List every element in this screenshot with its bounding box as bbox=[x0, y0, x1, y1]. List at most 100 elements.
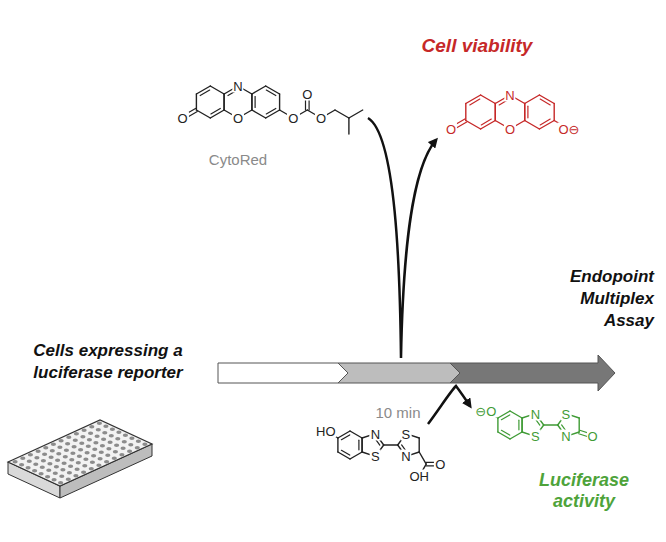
well bbox=[97, 422, 102, 425]
well bbox=[56, 452, 61, 455]
well bbox=[104, 460, 109, 463]
well bbox=[83, 458, 88, 461]
atom-label: N bbox=[530, 407, 541, 420]
bond bbox=[252, 110, 266, 118]
bond bbox=[510, 411, 522, 418]
bond bbox=[361, 438, 362, 452]
well bbox=[87, 438, 92, 441]
well bbox=[68, 465, 73, 468]
result-label: Cell viability bbox=[422, 35, 533, 57]
well bbox=[142, 443, 147, 446]
bond bbox=[524, 104, 525, 121]
well bbox=[53, 472, 58, 475]
well bbox=[36, 450, 41, 453]
well bbox=[93, 441, 98, 444]
atom-label: N bbox=[504, 89, 515, 102]
bond bbox=[495, 104, 496, 121]
bond bbox=[251, 94, 252, 110]
well bbox=[78, 448, 83, 451]
well bbox=[57, 446, 62, 449]
timeline-arrow bbox=[218, 355, 615, 391]
well bbox=[65, 442, 70, 445]
atom-label: N bbox=[400, 450, 411, 463]
well bbox=[79, 442, 84, 445]
bond bbox=[501, 430, 509, 435]
well-plate bbox=[8, 420, 152, 498]
well bbox=[96, 464, 101, 467]
well bbox=[39, 472, 44, 475]
bond bbox=[210, 86, 224, 94]
well bbox=[88, 432, 93, 435]
well bbox=[42, 453, 47, 456]
bond bbox=[255, 97, 256, 108]
atom-label: O bbox=[232, 112, 244, 125]
well bbox=[96, 428, 101, 431]
well bbox=[128, 443, 133, 446]
well bbox=[81, 471, 86, 474]
well bbox=[116, 431, 121, 434]
well bbox=[75, 468, 80, 471]
well bbox=[119, 453, 124, 456]
result-label: Luciferase activity bbox=[528, 470, 640, 512]
bond bbox=[211, 109, 220, 114]
bond bbox=[210, 110, 224, 118]
bond bbox=[497, 418, 498, 432]
well bbox=[100, 444, 105, 447]
well bbox=[102, 431, 107, 434]
bond bbox=[358, 440, 359, 450]
atom-label: O bbox=[177, 112, 189, 125]
atom-label: S bbox=[401, 427, 412, 440]
well bbox=[103, 425, 108, 428]
bond bbox=[524, 104, 525, 121]
bond bbox=[349, 110, 363, 118]
bond bbox=[527, 106, 528, 118]
well bbox=[110, 428, 115, 431]
well bbox=[74, 432, 79, 435]
time-label: 10 min bbox=[375, 404, 420, 421]
well bbox=[67, 471, 72, 474]
atom-label: N bbox=[560, 430, 571, 443]
well bbox=[69, 458, 74, 461]
bond bbox=[510, 432, 522, 439]
well bbox=[82, 464, 87, 467]
bond bbox=[481, 121, 496, 130]
well bbox=[20, 457, 25, 460]
well bbox=[72, 445, 77, 448]
bond bbox=[338, 452, 350, 459]
bond bbox=[481, 119, 491, 125]
well bbox=[54, 465, 59, 468]
well bbox=[52, 478, 57, 481]
well bbox=[80, 435, 85, 438]
atom-label: O bbox=[287, 112, 299, 125]
well bbox=[76, 461, 81, 464]
bond bbox=[384, 444, 398, 445]
well bbox=[86, 445, 91, 448]
bond bbox=[419, 452, 426, 464]
well bbox=[58, 481, 63, 484]
bond bbox=[337, 438, 338, 452]
well bbox=[92, 448, 97, 451]
atom-label: O bbox=[301, 88, 313, 101]
atom-label: ⊖O bbox=[474, 405, 497, 418]
atom-label: S bbox=[561, 407, 572, 420]
bond bbox=[521, 418, 522, 432]
well bbox=[112, 457, 117, 460]
well bbox=[109, 434, 114, 437]
atom-label: OH bbox=[408, 470, 430, 483]
bond bbox=[252, 86, 266, 94]
well bbox=[90, 461, 95, 464]
bond bbox=[361, 438, 362, 452]
well bbox=[95, 435, 100, 438]
bond bbox=[465, 104, 466, 121]
bond bbox=[196, 86, 210, 94]
bond bbox=[266, 86, 280, 94]
well bbox=[101, 438, 106, 441]
well bbox=[55, 459, 60, 462]
well bbox=[99, 451, 104, 454]
well bbox=[89, 425, 94, 428]
bond bbox=[498, 432, 510, 439]
well bbox=[60, 468, 65, 471]
bond bbox=[525, 121, 540, 130]
